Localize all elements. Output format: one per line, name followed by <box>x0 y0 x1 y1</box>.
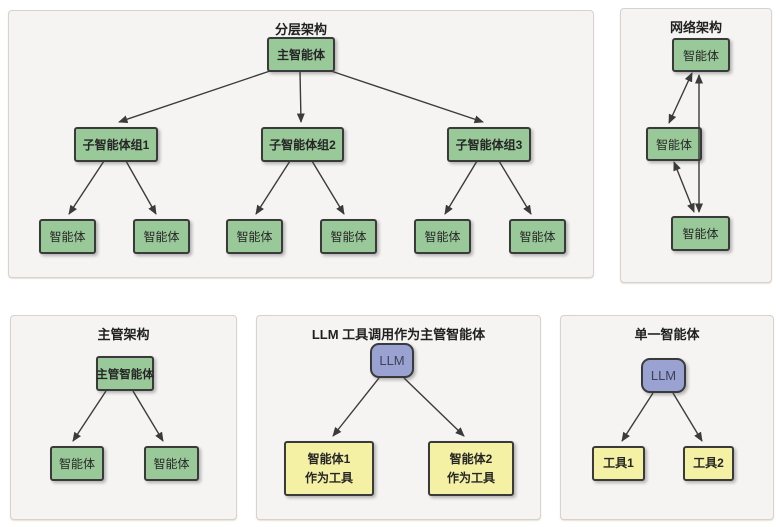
node-agent: 智能体 <box>646 127 702 161</box>
panel-supervisor: 主管架构 主管智能体 智能体 智能体 <box>10 315 237 520</box>
node-llm: LLM <box>641 358 686 393</box>
node-agent-as-tool-2-line1: 智能体2 <box>449 451 493 466</box>
node-subgroup-3: 子智能体组3 <box>447 127 531 162</box>
node-agent: 智能体 <box>509 219 566 254</box>
node-agent: 智能体 <box>320 219 377 254</box>
node-tool-1: 工具1 <box>592 446 645 481</box>
panel-single-agent-title: 单一智能体 <box>634 327 700 342</box>
node-tool-2: 工具2 <box>683 446 734 481</box>
node-agent-as-tool-2: 智能体2 作为工具 <box>428 441 514 496</box>
node-agent: 智能体 <box>226 219 283 254</box>
node-agent: 智能体 <box>133 219 190 254</box>
panel-network-title: 网络架构 <box>669 20 722 35</box>
panel-hierarchical: 分层架构 主智能体 子智能体组1 子智能体组2 子智能体组3 智能体 智能体 智… <box>8 10 594 278</box>
node-agent-as-tool-1: 智能体1 作为工具 <box>284 441 374 496</box>
node-agent: 智能体 <box>50 446 104 481</box>
node-llm: LLM <box>370 343 414 378</box>
node-agent: 智能体 <box>671 216 730 251</box>
panel-hierarchical-title: 分层架构 <box>274 22 327 37</box>
node-agent-as-tool-1-line1: 智能体1 <box>307 451 351 466</box>
node-agent: 智能体 <box>672 38 730 72</box>
panel-single-agent: 单一智能体 LLM 工具1 工具2 <box>560 315 774 520</box>
panel-llm-tools-title: LLM 工具调用作为主管智能体 <box>311 327 486 342</box>
node-subgroup-2: 子智能体组2 <box>261 127 344 162</box>
node-agent-as-tool-2-line2: 作为工具 <box>446 470 495 485</box>
node-main-agent: 主智能体 <box>267 37 335 72</box>
node-agent: 智能体 <box>144 446 199 481</box>
node-agent-as-tool-1-line2: 作为工具 <box>304 470 353 485</box>
node-agent: 智能体 <box>414 219 471 254</box>
node-agent: 智能体 <box>39 219 96 254</box>
panel-supervisor-title: 主管架构 <box>97 327 150 342</box>
panel-network: 网络架构 智能体 智能体 智能体 <box>620 8 772 283</box>
panel-llm-tools: LLM 工具调用作为主管智能体 LLM 智能体1 作为工具 智能体2 作为工具 <box>256 315 541 520</box>
node-supervisor-agent: 主管智能体 <box>96 356 154 391</box>
node-subgroup-1: 子智能体组1 <box>74 127 158 162</box>
